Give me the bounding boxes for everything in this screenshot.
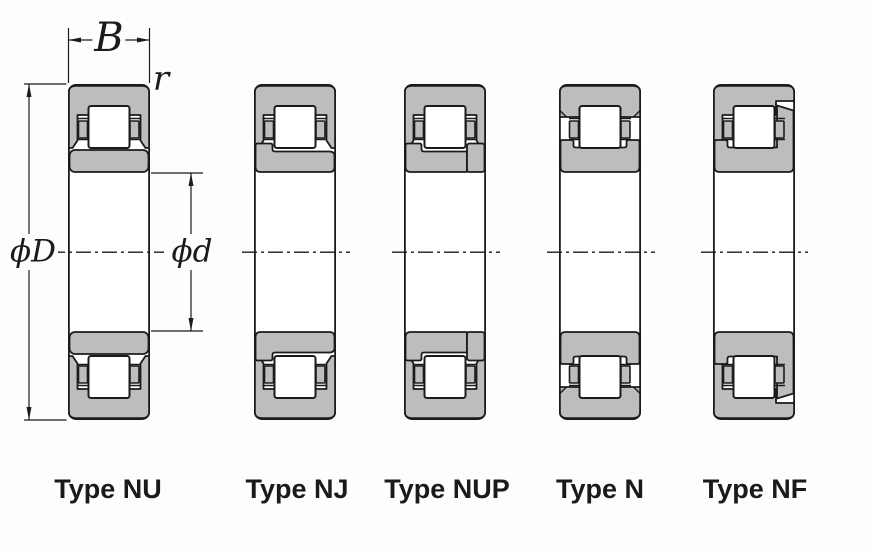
upper-half-section xyxy=(560,86,640,172)
phiD-extension-lines xyxy=(24,83,67,421)
dimension-label-width: B xyxy=(92,15,126,61)
type-label-nup: Type NUP xyxy=(384,474,510,504)
upper-half-section xyxy=(714,86,794,172)
type-label-nj: Type NJ xyxy=(245,474,349,504)
arrow-phid-top xyxy=(188,173,194,186)
arrow-b-right xyxy=(137,37,150,43)
arrow-phiD-top xyxy=(26,84,32,97)
upper-half-section xyxy=(69,86,149,172)
upper-half-section xyxy=(255,86,335,172)
upper-half-section xyxy=(405,86,485,172)
type-label-nf: Type NF xyxy=(702,474,808,504)
arrow-b-left xyxy=(68,37,81,43)
lower-half-section xyxy=(405,332,485,418)
dimension-arrowheads xyxy=(26,37,194,420)
dimension-label-bore-diameter: ϕd xyxy=(169,233,215,270)
lower-half-section xyxy=(560,332,640,418)
b-extension-lines xyxy=(67,28,151,83)
type-label-nu: Type NU xyxy=(54,474,162,504)
phid-extension-lines xyxy=(151,172,203,332)
arrow-phiD-bottom xyxy=(26,407,32,420)
lower-half-section xyxy=(255,332,335,418)
dimension-label-chamfer-radius: r xyxy=(150,59,172,99)
type-label-n: Type N xyxy=(555,474,645,504)
dimension-label-outer-diameter: ϕD xyxy=(8,233,58,270)
arrow-phid-bottom xyxy=(188,318,194,331)
lower-half-section xyxy=(69,332,149,418)
lower-half-section xyxy=(714,332,794,418)
